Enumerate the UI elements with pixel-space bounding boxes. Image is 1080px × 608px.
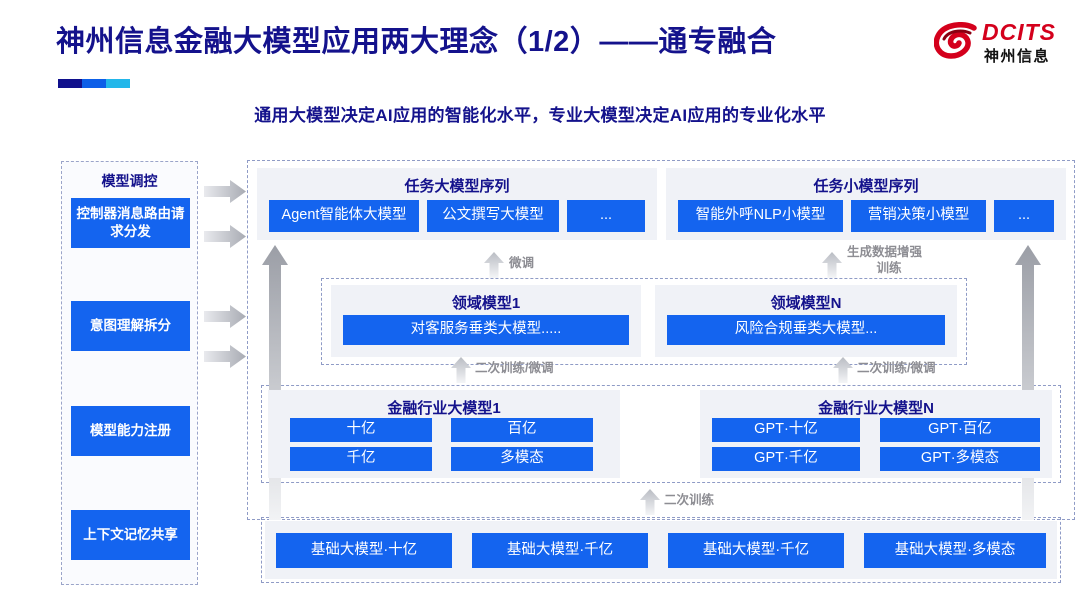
frame-base [261, 517, 1061, 583]
panel-title-domain-1: 领域模型1 [451, 295, 521, 312]
logo-text-cn: 神州信息 [984, 48, 1051, 65]
frame-industry [261, 385, 1061, 483]
accent-segment-3 [106, 79, 130, 88]
panel-task-big-models: 任务大模型序列 Agent智能体大模型 公文撰写大模型 ... [257, 168, 657, 240]
base-box-4[interactable]: 基础大模型·多模态 [864, 533, 1046, 568]
panel-title-task-big: 任务大模型序列 [404, 178, 510, 195]
up-arrow-icon-finetune [484, 252, 504, 278]
panel-domain-model-1: 领域模型1 对客服务垂类大模型..... [331, 285, 641, 357]
page-title: 神州信息金融大模型应用两大理念（1/2）——通专融合 [56, 26, 777, 58]
domain-box-1[interactable]: 对客服务垂类大模型..... [343, 315, 629, 345]
up-arrow-icon-retrain [640, 489, 660, 515]
control-panel-title: 模型调控 [101, 173, 158, 189]
domain-box-n[interactable]: 风险合规垂类大模型... [667, 315, 945, 345]
task-big-box-document[interactable]: 公文撰写大模型 [427, 200, 559, 232]
industry-n-box-4[interactable]: GPT·多模态 [880, 447, 1040, 471]
logo-text-en: DCITS [982, 19, 1056, 45]
control-panel: 模型调控 控制器消息路由请求分发 意图理解拆分 模型能力注册 上下文记忆共享 [61, 161, 198, 585]
control-item-router[interactable]: 控制器消息路由请求分发 [71, 198, 190, 248]
dcits-logo: DCITS 神州信息 [934, 16, 1066, 72]
up-arrow-icon-data-aug [822, 252, 842, 278]
panel-domain-model-n: 领域模型N 风险合规垂类大模型... [655, 285, 957, 357]
task-small-box-nlp[interactable]: 智能外呼NLP小模型 [678, 200, 843, 232]
up-arrow-icon-right-tall [1015, 245, 1041, 520]
task-big-box-agent[interactable]: Agent智能体大模型 [269, 200, 419, 232]
accent-bar [58, 79, 130, 88]
panel-base-models: 基础大模型·十亿 基础大模型·千亿 基础大模型·千亿 基础大模型·多模态 [265, 521, 1057, 579]
panel-title-task-small: 任务小模型序列 [813, 178, 919, 195]
industry-1-box-3[interactable]: 千亿 [290, 447, 432, 471]
arrow-label-finetune: 微调 [509, 256, 535, 270]
industry-1-box-1[interactable]: 十亿 [290, 418, 432, 442]
frame-outer [247, 160, 1075, 520]
panel-task-small-models: 任务小模型序列 智能外呼NLP小模型 营销决策小模型 ... [666, 168, 1066, 240]
right-arrow-icon-4 [204, 345, 246, 368]
up-arrow-icon-retrain-finetune-left [451, 357, 471, 383]
industry-n-box-3[interactable]: GPT·千亿 [712, 447, 860, 471]
arrow-label-data-aug-line2: 训练 [876, 261, 902, 275]
right-arrow-icon-3 [204, 305, 246, 328]
arrow-label-retrain-finetune-right: 二次训练/微调 [857, 361, 936, 375]
up-arrow-icon-retrain-finetune-right [833, 357, 853, 383]
industry-1-box-2[interactable]: 百亿 [451, 418, 593, 442]
panel-title-industry-1: 金融行业大模型1 [387, 400, 501, 417]
task-small-box-marketing[interactable]: 营销决策小模型 [851, 200, 986, 232]
page-subtitle: 通用大模型决定AI应用的智能化水平，专业大模型决定AI应用的专业化水平 [254, 106, 826, 125]
up-arrow-icon-left-tall [262, 245, 288, 520]
panel-industry-model-1: 金融行业大模型1 十亿 百亿 千亿 多模态 [268, 390, 620, 478]
right-arrow-icon-1 [204, 180, 246, 203]
control-item-intent[interactable]: 意图理解拆分 [71, 301, 190, 351]
arrow-label-retrain: 二次训练 [664, 493, 715, 507]
industry-1-box-4[interactable]: 多模态 [451, 447, 593, 471]
base-box-1[interactable]: 基础大模型·十亿 [276, 533, 452, 568]
industry-n-box-2[interactable]: GPT·百亿 [880, 418, 1040, 442]
panel-title-domain-n: 领域模型N [770, 295, 842, 312]
panel-title-industry-n: 金融行业大模型N [818, 400, 934, 417]
panel-industry-model-n: 金融行业大模型N GPT·十亿 GPT·百亿 GPT·千亿 GPT·多模态 [700, 390, 1052, 478]
accent-segment-2 [82, 79, 107, 88]
task-small-box-more[interactable]: ... [994, 200, 1054, 232]
control-item-registry[interactable]: 模型能力注册 [71, 406, 190, 456]
right-arrow-icon-2 [204, 225, 246, 248]
industry-n-box-1[interactable]: GPT·十亿 [712, 418, 860, 442]
accent-segment-1 [58, 79, 83, 88]
logo-swirl-icon [934, 22, 977, 59]
control-item-context[interactable]: 上下文记忆共享 [71, 510, 190, 560]
base-box-3[interactable]: 基础大模型·千亿 [668, 533, 844, 568]
task-big-box-more[interactable]: ... [567, 200, 645, 232]
arrow-label-retrain-finetune-left: 二次训练/微调 [475, 361, 554, 375]
frame-domain [321, 278, 967, 365]
base-box-2[interactable]: 基础大模型·千亿 [472, 533, 648, 568]
arrow-label-data-aug-line1: 生成数据增强 [847, 245, 923, 259]
